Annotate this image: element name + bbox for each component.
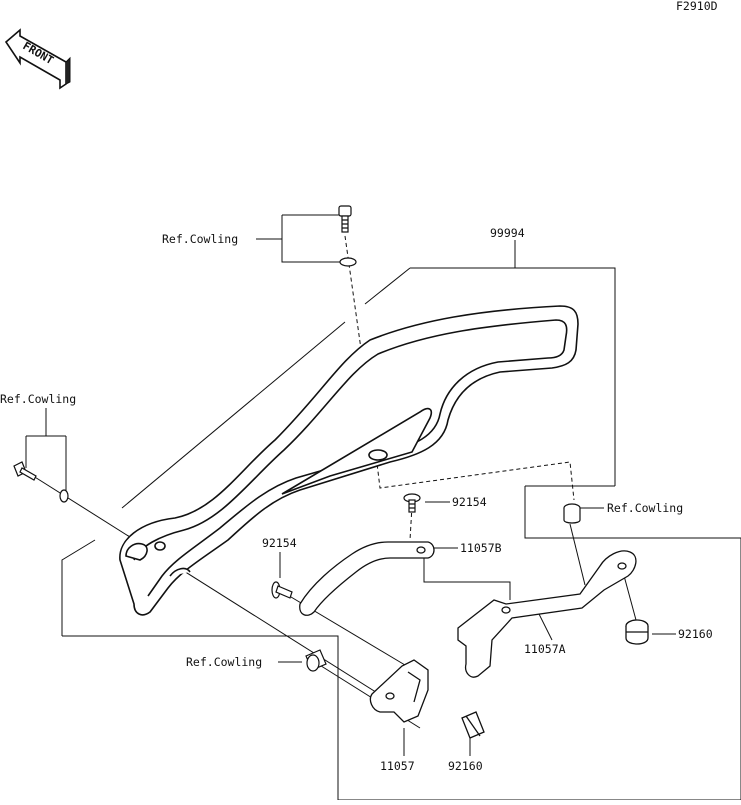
label-ref-cowling-left: Ref.Cowling (0, 392, 76, 406)
label-ref-cowling-right: Ref.Cowling (607, 501, 683, 515)
washer-left[interactable] (59, 489, 69, 503)
collar-bottom[interactable] (305, 649, 327, 672)
grommet-right[interactable] (563, 503, 581, 524)
screw-92154-left[interactable] (271, 581, 293, 599)
label-92154-right: 92154 (452, 495, 487, 509)
grommet-92160-right[interactable] (625, 619, 649, 645)
washer-top[interactable] (339, 257, 357, 267)
label-11057: 11057 (380, 759, 415, 773)
label-ref-cowling-top: Ref.Cowling (162, 232, 238, 246)
label-92154-left: 92154 (262, 536, 297, 550)
label-92160-bottom: 92160 (448, 759, 483, 773)
bolt-top[interactable] (338, 205, 352, 233)
front-arrow-icon: FRONT (4, 28, 71, 90)
leader-lines (25, 214, 741, 801)
label-11057A: 11057A (524, 642, 566, 656)
label-99994: 99994 (490, 226, 525, 240)
screw-92154-right[interactable] (403, 493, 421, 513)
side-cowling-panel[interactable] (119, 305, 579, 616)
bracket-11057[interactable] (369, 659, 429, 723)
label-ref-cowling-bottom: Ref.Cowling (186, 655, 262, 669)
figure-code: F2910D (676, 0, 718, 13)
label-11057B: 11057B (460, 541, 502, 555)
bracket-11057A[interactable] (457, 550, 637, 678)
bolt-left[interactable] (13, 461, 37, 481)
label-92160-right: 92160 (678, 627, 713, 641)
rubber-92160-bottom[interactable] (461, 711, 485, 739)
bracket-11057B[interactable] (299, 541, 435, 616)
